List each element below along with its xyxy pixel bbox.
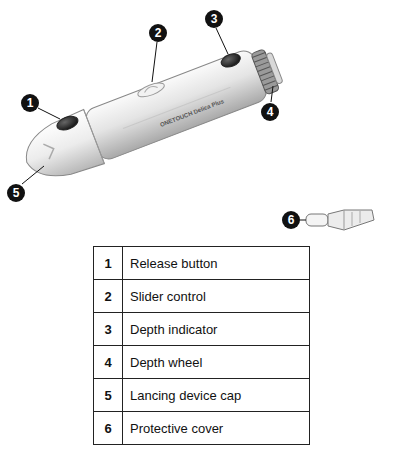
table-number: 3 (93, 312, 123, 346)
table-label: Depth indicator (122, 312, 310, 346)
table-label: Release button (122, 246, 310, 280)
cap-arrow-mark (43, 141, 56, 159)
lancing-device-cap (16, 109, 104, 189)
callout-text: 1 (27, 97, 34, 109)
device-end (266, 52, 283, 84)
cap-seam (84, 109, 105, 163)
callout-number: 2 (149, 24, 167, 42)
table-number: 5 (93, 378, 123, 412)
table-number: 1 (93, 246, 123, 280)
table-label: Slider control (122, 279, 310, 313)
table-label: Protective cover (122, 411, 310, 445)
release-button (55, 114, 80, 133)
depth-indicator (219, 51, 242, 69)
table-label: Depth wheel (122, 345, 310, 379)
callout-text: 2 (155, 27, 162, 39)
callout-text: 5 (13, 187, 20, 199)
table-label: Lancing device cap (122, 378, 310, 412)
leader-lines (22, 28, 306, 220)
body-groove (123, 87, 230, 128)
lancing-device (16, 39, 287, 189)
table-number: 2 (93, 279, 123, 313)
callout-text: 6 (288, 214, 295, 226)
callout-text: 3 (211, 13, 218, 25)
device-body (82, 48, 269, 163)
callout-number: 4 (261, 103, 279, 121)
slider-grip (143, 85, 157, 93)
callout-text: 4 (267, 106, 274, 118)
table-number: 6 (93, 411, 123, 445)
callout-number: 6 (282, 211, 300, 229)
protective-cover (306, 210, 374, 230)
callout-number: 5 (7, 184, 25, 202)
callout-number: 1 (21, 94, 39, 112)
slider-control (136, 80, 166, 99)
brand-text: ONETOUCH Delica Plus (159, 98, 225, 128)
callout-number: 3 (205, 10, 223, 28)
table-number: 4 (93, 345, 123, 379)
